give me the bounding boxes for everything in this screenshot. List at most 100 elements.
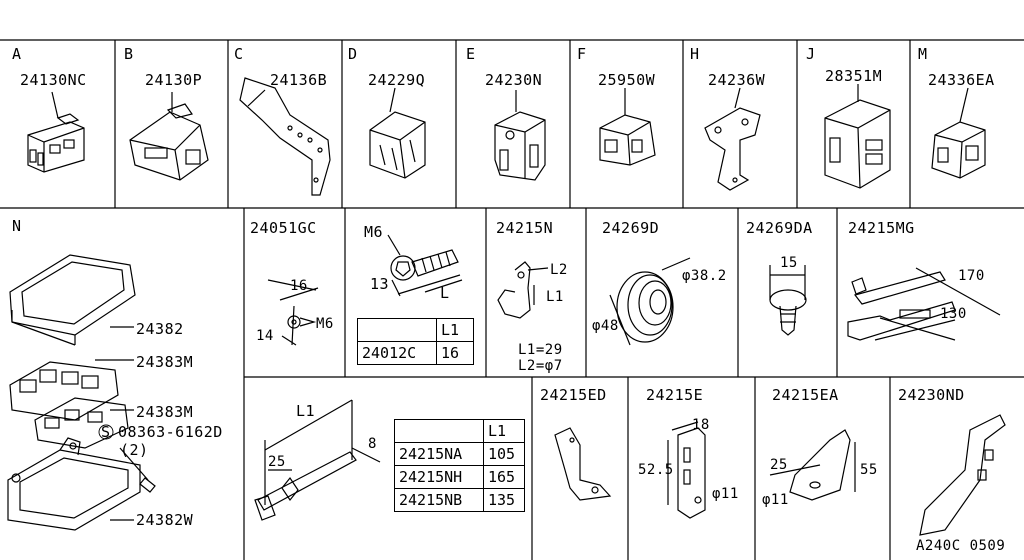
part-bolt-drawing xyxy=(387,234,463,297)
part-24215N-drawing xyxy=(497,261,549,319)
part-number-J: 28351M xyxy=(825,67,883,85)
dim-15: 15 xyxy=(780,255,798,271)
cell-letter-M: M xyxy=(918,45,928,63)
cell-letter-F: F xyxy=(577,45,587,63)
length-table-header-blank xyxy=(394,419,484,443)
part-number-24215ED: 24215ED xyxy=(540,386,607,404)
dim-8-nx: 8 xyxy=(368,436,377,452)
part-number-24230ND: 24230ND xyxy=(898,386,965,404)
dim-13: 13 xyxy=(370,275,390,293)
part-24215EA-drawing xyxy=(769,429,856,501)
part-number-F: 25950W xyxy=(598,71,656,89)
table-cell-part: 24215NA xyxy=(394,442,484,466)
part-24230ND-drawing xyxy=(919,414,1006,536)
table-cell-part: 24215NB xyxy=(394,488,484,512)
part-number-08363: 08363-6162D xyxy=(118,423,223,441)
part-number-24269D: 24269D xyxy=(602,219,660,237)
table-cell-l1: 105 xyxy=(483,442,525,466)
diagram-code: A240C 0509 xyxy=(916,538,1006,554)
part-E-drawing xyxy=(494,90,546,181)
dim-52-5: 52.5 xyxy=(638,462,674,478)
part-M-drawing xyxy=(931,87,986,179)
bolt-table-l1: 16 xyxy=(436,341,474,365)
dim-11-ea: φ11 xyxy=(762,492,789,508)
part-B-drawing xyxy=(129,92,209,181)
cell-letter-H: H xyxy=(690,45,700,63)
part-24215MG-drawing xyxy=(847,267,1001,341)
dim-L: L xyxy=(440,284,450,302)
dim-L2: L2 xyxy=(550,262,568,278)
part-number-M: 24336EA xyxy=(928,71,995,89)
part-H-drawing xyxy=(704,87,761,191)
part-number-24382W: 24382W xyxy=(136,511,194,529)
dim-130: 130 xyxy=(940,306,967,322)
dim-18: 18 xyxy=(692,417,710,433)
part-A-drawing xyxy=(27,91,85,173)
part-24269DA-drawing xyxy=(769,265,807,336)
dim-55: 55 xyxy=(860,462,878,478)
part-number-24215EA: 24215EA xyxy=(772,386,839,404)
part-24051GC-drawing xyxy=(267,279,319,346)
cell-letter-J: J xyxy=(806,45,816,63)
part-number-24269DA: 24269DA xyxy=(746,219,813,237)
part-number-D: 24229Q xyxy=(368,71,426,89)
screw-symbol: S xyxy=(101,423,111,441)
part-number-24383M-bottom: 24383M xyxy=(136,403,194,421)
table-cell-part: 24215NH xyxy=(394,465,484,489)
dim-m6-gc: M6 xyxy=(316,316,334,332)
part-number-H: 24236W xyxy=(708,71,766,89)
part-number-24382: 24382 xyxy=(136,320,184,338)
part-N-drawing xyxy=(7,254,156,531)
dim-170: 170 xyxy=(958,268,985,284)
dim-11-e: φ11 xyxy=(712,486,739,502)
dim-48: φ48 xyxy=(592,318,619,334)
grid-frame xyxy=(0,39,1024,560)
dim-25-nx: 25 xyxy=(268,454,286,470)
dim-L1: L1 xyxy=(546,289,564,305)
dim-14: 14 xyxy=(256,328,274,344)
cell-letter-D: D xyxy=(348,45,358,63)
bolt-thread-label: M6 xyxy=(364,223,384,241)
eq-L1: L1=29 xyxy=(518,342,563,358)
table-cell-l1: 165 xyxy=(483,465,525,489)
bolt-length-table: L1 24012C 16 xyxy=(357,318,474,365)
cell-letter-C: C xyxy=(234,45,244,63)
dim-16: 16 xyxy=(290,278,308,294)
cell-letter-A: A xyxy=(12,45,22,63)
part-D-drawing xyxy=(369,87,426,179)
part-24269D-drawing xyxy=(609,257,691,346)
part-24215NX-drawing xyxy=(254,399,381,521)
part-number-24215MG: 24215MG xyxy=(848,219,915,237)
table-cell-l1: 135 xyxy=(483,488,525,512)
part-number-24215N: 24215N xyxy=(496,219,554,237)
length-table-header-l1: L1 xyxy=(483,419,525,443)
bolt-table-part: 24012C xyxy=(357,341,437,365)
eq-L2: L2=φ7 xyxy=(518,358,563,374)
bolt-table-header-l1: L1 xyxy=(436,318,474,342)
part-24215E-drawing xyxy=(667,421,706,519)
bolt-quantity: (2) xyxy=(120,441,149,459)
part-number-24215E: 24215E xyxy=(646,386,704,404)
part-number-24051GC: 24051GC xyxy=(250,219,317,237)
dim-L1-nx: L1 xyxy=(296,402,316,420)
cell-letter-E: E xyxy=(466,45,476,63)
part-number-E: 24230N xyxy=(485,71,543,89)
part-J-drawing xyxy=(824,84,891,189)
part-F-drawing xyxy=(599,88,656,166)
cell-letter-N: N xyxy=(12,217,22,235)
cell-letter-B: B xyxy=(124,45,134,63)
part-C-drawing xyxy=(239,77,331,196)
part-number-B: 24130P xyxy=(145,71,203,89)
part-24215ED-drawing xyxy=(554,427,612,501)
dim-38-2: φ38.2 xyxy=(682,268,727,284)
part-number-A: 24130NC xyxy=(20,71,87,89)
part-number-24383M-top: 24383M xyxy=(136,353,194,371)
dim-25-ea: 25 xyxy=(770,457,788,473)
bolt-table-header-blank xyxy=(357,318,437,342)
part-number-C: 24136B xyxy=(270,71,328,89)
